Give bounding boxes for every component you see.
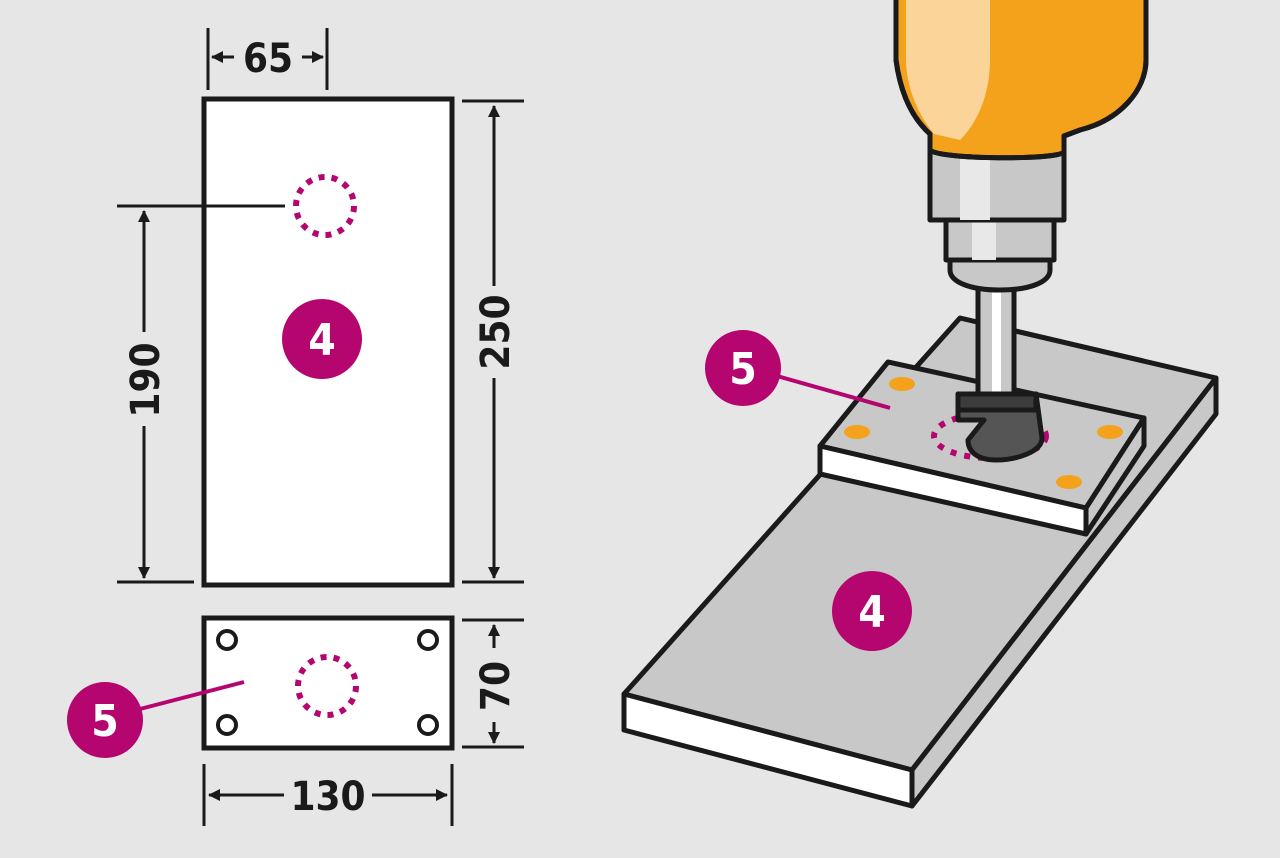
dimension-label-plate-height: 250 [473, 294, 519, 369]
screw-hole-top-left [216, 629, 238, 651]
label-badge-board-3d: 4 [832, 571, 912, 651]
dimension-plate-height: 250 [462, 99, 524, 584]
svg-text:4: 4 [308, 315, 336, 366]
hole-marker-jig-3d [931, 411, 1049, 461]
hole-marker-jig [295, 654, 359, 718]
dimension-label-jig-height: 70 [473, 661, 519, 711]
dimension-jig-width: 130 [202, 764, 454, 826]
screw-marks [844, 377, 1123, 489]
svg-text:4: 4 [858, 587, 886, 638]
dimension-label-jig-width: 130 [290, 774, 365, 820]
screw-hole-top-right [417, 629, 439, 651]
isometric-view: 5 4 [621, 0, 1219, 809]
jig-5-outline [201, 615, 455, 751]
label-badge-jig: 5 [67, 680, 245, 758]
drill-icon [893, 0, 1149, 293]
dimension-plate-width: 65 [206, 28, 329, 90]
svg-text:5: 5 [729, 344, 757, 395]
plan-view: 65 250 190 4 [67, 28, 524, 826]
label-badge-jig-3d: 5 [705, 330, 891, 410]
label-badge-board: 4 [282, 299, 362, 379]
dimension-jig-height: 70 [462, 618, 524, 749]
hole-marker-board [293, 174, 357, 238]
dimension-hole-offset: 190 [117, 204, 285, 584]
screw-hole-bottom-right [417, 714, 439, 736]
screw-hole-bottom-left [216, 714, 238, 736]
svg-text:5: 5 [91, 696, 119, 747]
dimension-label-plate-width: 65 [243, 36, 293, 82]
dimension-label-hole-offset: 190 [123, 342, 169, 417]
